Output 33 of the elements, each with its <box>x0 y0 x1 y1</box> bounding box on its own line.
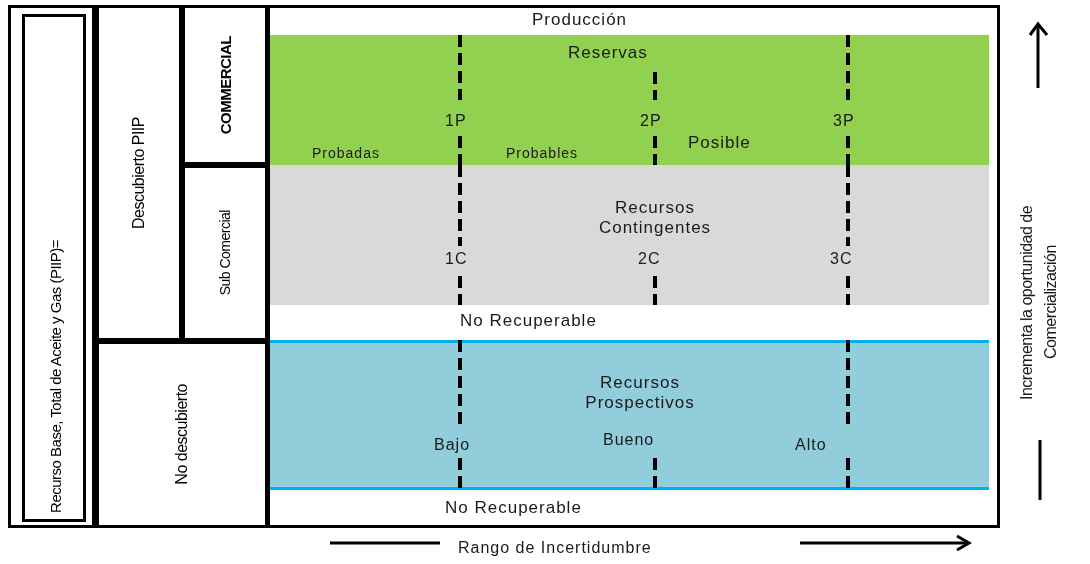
band-title: No Recuperable <box>445 498 582 518</box>
category-label: Probables <box>506 145 579 161</box>
band-title: Recursos Contingentes <box>597 198 713 238</box>
class-band <box>270 165 989 305</box>
category-label: 3P <box>833 112 855 130</box>
band-title: No Recuperable <box>460 311 597 331</box>
axis-label: Rango de Incertidumbre <box>458 539 652 557</box>
axis-label: Incrementa la oportunidad de Comercialización <box>1017 204 1060 402</box>
class-band <box>270 35 989 165</box>
category-label: Recurso Base, Total de Aceite y Gas (PIIP)= <box>47 240 64 513</box>
category-label: Posible <box>688 133 751 153</box>
band-title: Reservas <box>568 43 648 63</box>
category-label: 3C <box>830 250 853 268</box>
category-box <box>96 5 182 341</box>
category-label: 1C <box>445 250 468 268</box>
class-band <box>270 340 989 490</box>
category-label: 1P <box>445 112 467 130</box>
category-label: Bueno <box>603 431 655 449</box>
category-box <box>96 341 268 528</box>
category-label: Descubierto PIIP <box>130 116 148 230</box>
band-title: Producción <box>532 10 628 30</box>
category-label: 2C <box>638 250 661 268</box>
category-box <box>182 165 268 341</box>
category-label: 2P <box>640 112 662 130</box>
category-box <box>22 14 86 522</box>
category-label: Probadas <box>312 145 380 161</box>
category-label: COMMERCIAL <box>216 35 234 135</box>
band-title: Recursos Prospectivos <box>584 373 696 413</box>
category-label: No descubierto <box>173 384 191 485</box>
category-label: Bajo <box>434 436 471 454</box>
category-box <box>182 5 268 165</box>
category-label: Sub Comercial <box>217 210 233 296</box>
category-label: Alto <box>795 436 827 454</box>
